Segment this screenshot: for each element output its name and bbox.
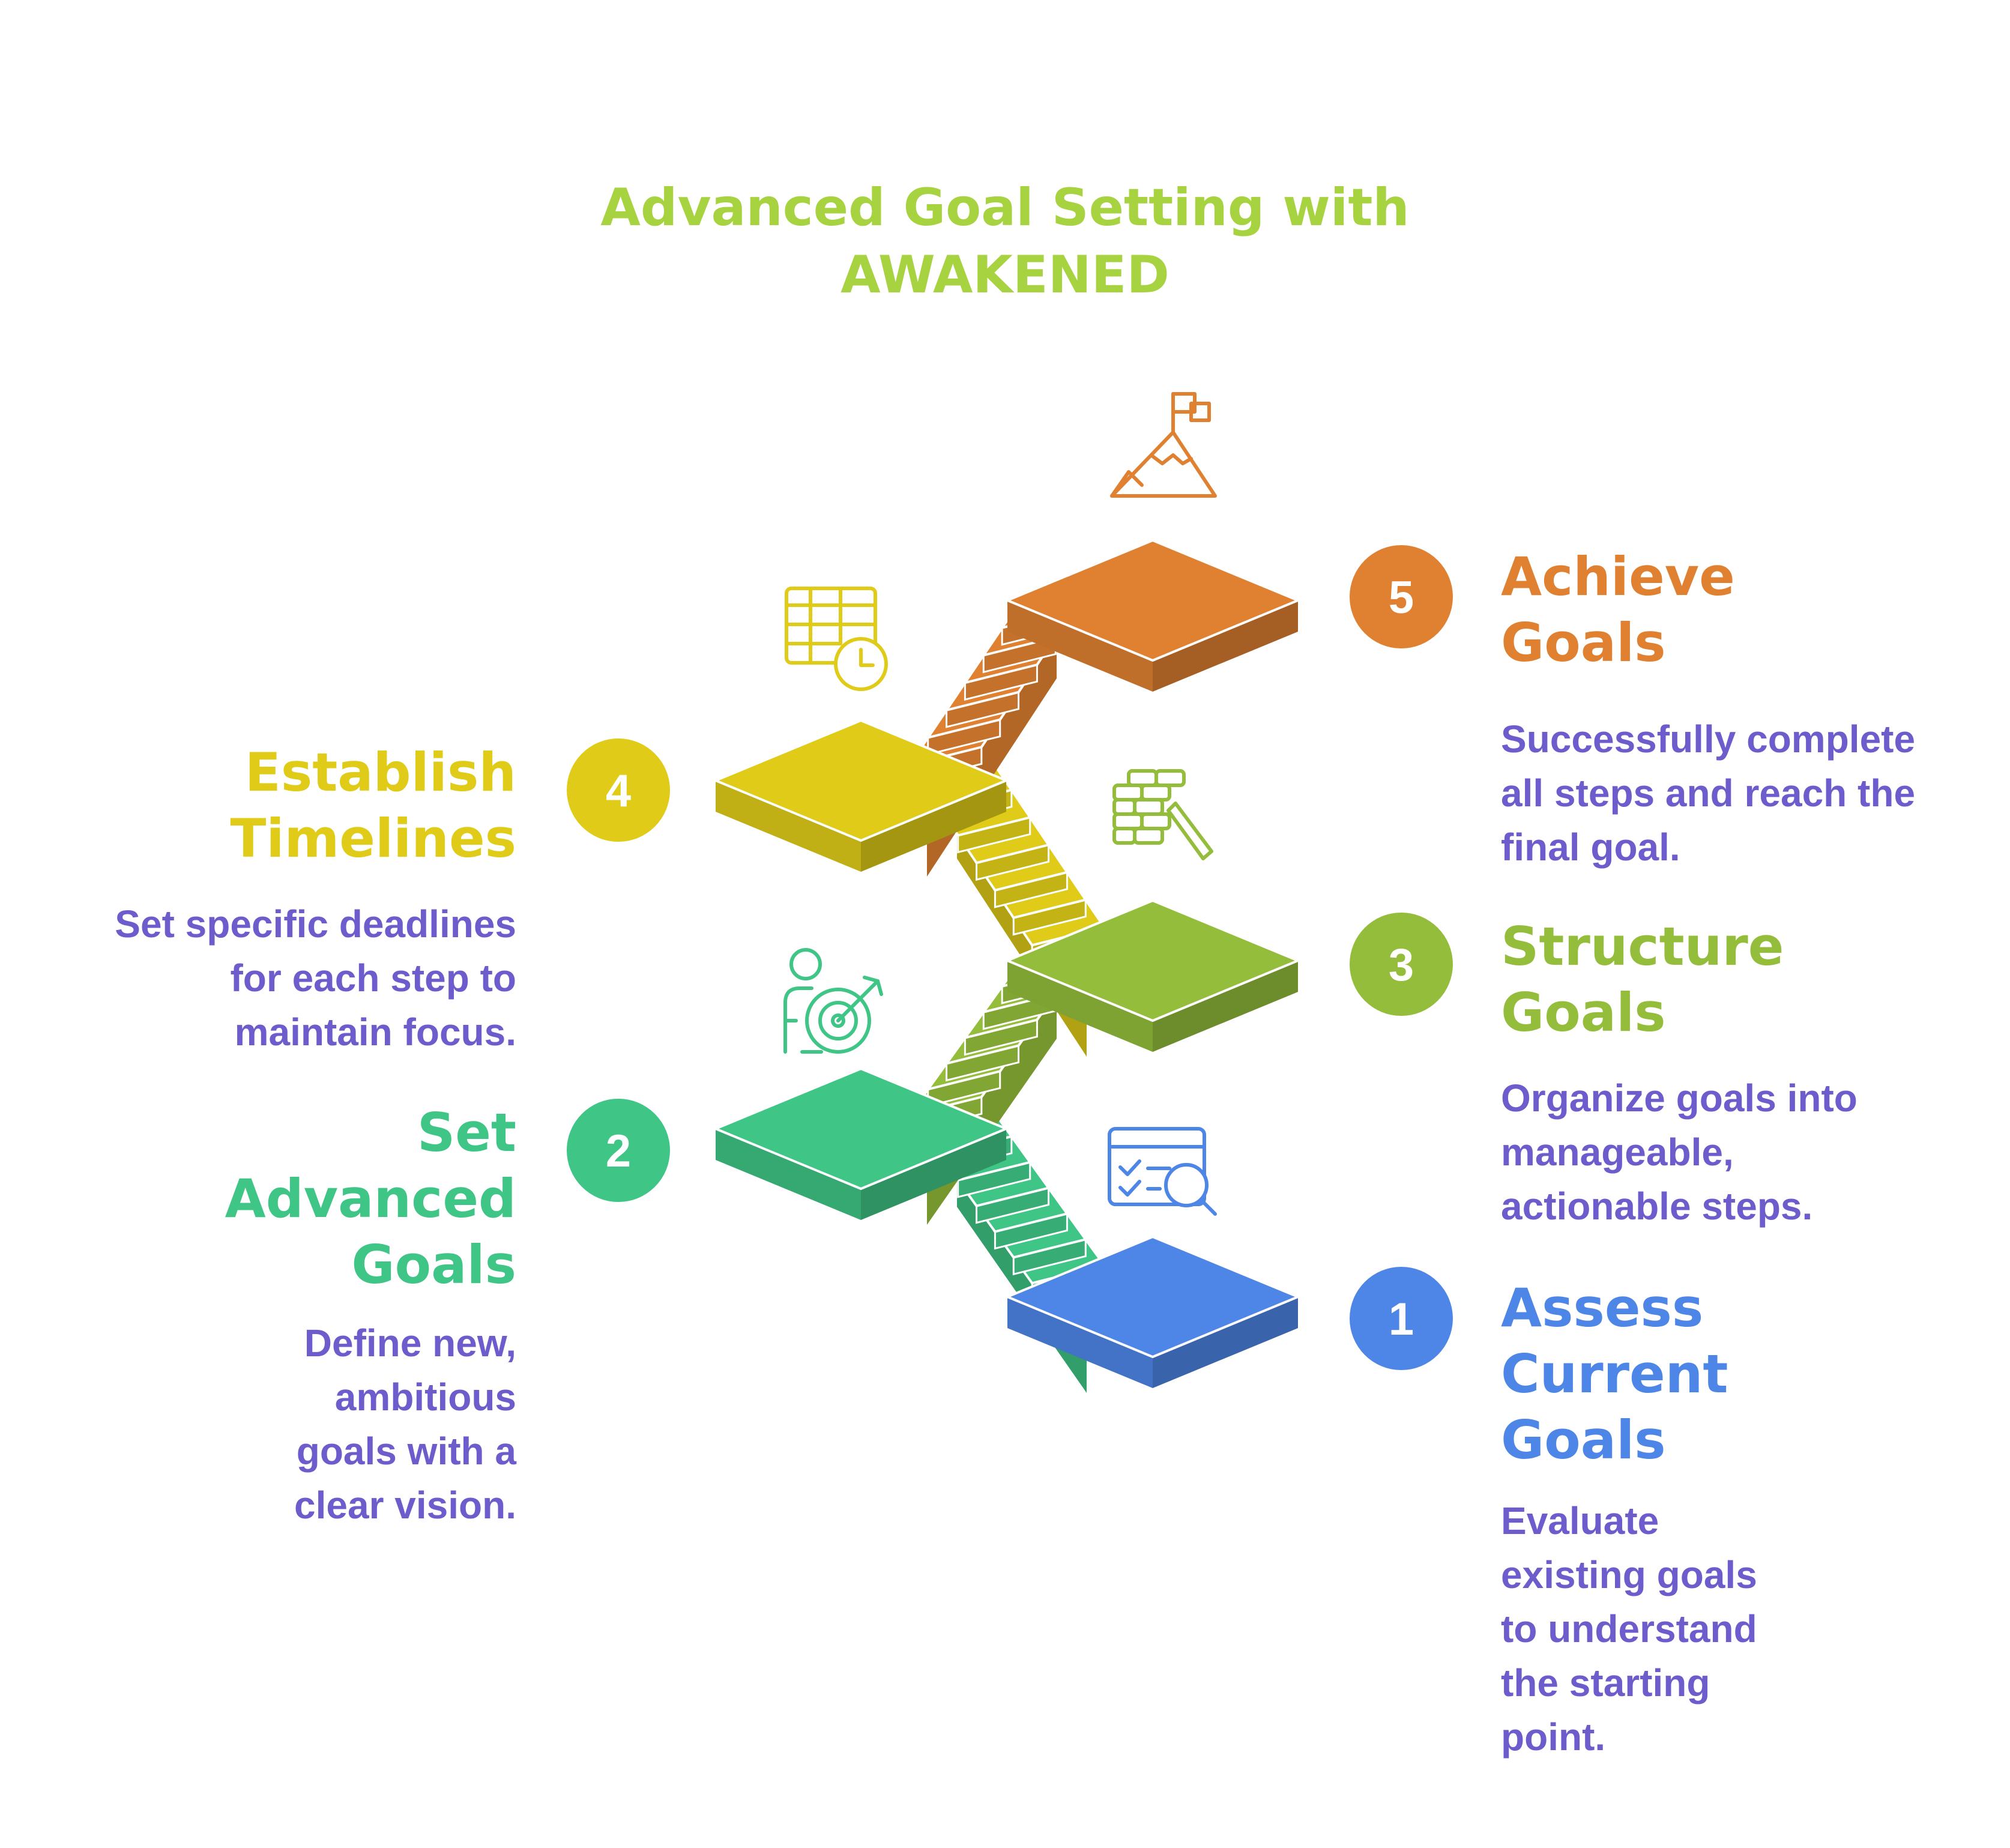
platform-top (714, 1067, 1007, 1190)
step-4-heading-line: Timelines (230, 808, 516, 869)
badge-circle (1350, 913, 1453, 1016)
step-platforms (714, 539, 1299, 1388)
platform-side-left (716, 781, 861, 872)
step-number: 4 (606, 765, 631, 817)
step-5-badge: 5 (1350, 545, 1453, 648)
page-title: Advanced Goal Setting with AWAKENED (465, 174, 1545, 309)
step-1-description-line: point. (1501, 1715, 1606, 1759)
step-number: 5 (1389, 572, 1414, 623)
step-1-description-line: to understand (1501, 1607, 1757, 1650)
step-5-description: Successfully complete all steps and reac… (1501, 712, 1915, 874)
step-4-description-line: maintain focus. (234, 1010, 516, 1054)
step-5-heading-line: Achieve (1501, 546, 1735, 608)
step-2-badge: 2 (567, 1099, 670, 1202)
step-5-heading-line: Goals (1501, 612, 1666, 674)
step-number: 3 (1389, 940, 1414, 991)
platform-side-right (1153, 961, 1298, 1052)
title-line-2: AWAKENED (841, 245, 1169, 305)
step-3-heading-line: Goals (1501, 982, 1666, 1043)
platform-side-left (716, 1129, 861, 1220)
platform-step-4 (714, 719, 1007, 872)
platform-step-5 (1006, 539, 1299, 692)
step-3-heading: Structure Goals (1501, 914, 1784, 1046)
step-3-badge: 3 (1350, 913, 1453, 1016)
step-2-heading-line: Advanced (225, 1168, 516, 1230)
step-1-heading: Assess Current Goals (1501, 1275, 1728, 1473)
step-2-description-line: clear vision. (294, 1484, 516, 1527)
badge-circle (567, 738, 670, 842)
bricks-trowel-icon (1112, 769, 1213, 860)
step-2-heading: Set Advanced Goals (90, 1100, 516, 1298)
person-target-icon (783, 948, 883, 1054)
step-number-badges: 1 2 3 4 5 (567, 545, 1453, 1370)
step-3-description: Organize goals into manageable, actionab… (1501, 1071, 1858, 1233)
step-1-heading-line: Assess (1501, 1277, 1704, 1339)
step-2-heading-line: Set (417, 1102, 516, 1164)
step-2-heading-line: Goals (351, 1234, 516, 1296)
platform-side-right (861, 1129, 1006, 1220)
step-1-badge: 1 (1350, 1267, 1453, 1370)
step-3-description-line: Organize goals into (1501, 1076, 1858, 1120)
step-2-description-line: Define new, (304, 1321, 516, 1365)
mountain-flag-icon (1110, 392, 1217, 498)
step-2-description-line: ambitious (334, 1375, 516, 1419)
step-1-heading-line: Current (1501, 1343, 1728, 1405)
title-line-1: Advanced Goal Setting with (600, 178, 1410, 238)
badge-circle (1350, 1267, 1453, 1370)
step-5-heading: Achieve Goals (1501, 544, 1735, 676)
step-2-description-line: goals with a (296, 1430, 516, 1473)
step-4-description-line: Set specific deadlines (115, 902, 516, 946)
step-3-description-line: actionable steps. (1501, 1185, 1813, 1228)
platform-top (1006, 539, 1299, 662)
badge-circle (567, 1099, 670, 1202)
step-3-heading-line: Structure (1501, 916, 1784, 977)
platform-top (1006, 899, 1299, 1022)
step-5-description-line: all steps and reach the (1501, 772, 1916, 815)
badge-circle (1350, 545, 1453, 648)
platform-step-1 (1006, 1236, 1299, 1388)
step-1-description: Evaluate existing goals to understand th… (1501, 1494, 1757, 1764)
platform-top (1006, 1236, 1299, 1358)
platform-side-right (861, 781, 1006, 872)
step-4-heading: Establish Timelines (90, 740, 516, 872)
platform-side-left (1007, 600, 1153, 692)
platform-top (714, 719, 1007, 842)
step-4-description-line: for each step to (230, 956, 516, 1000)
platform-step-3 (1006, 899, 1299, 1052)
checklist-search-icon (1108, 1127, 1217, 1216)
step-number: 1 (1389, 1294, 1414, 1345)
step-number: 2 (606, 1126, 631, 1177)
step-1-heading-line: Goals (1501, 1409, 1666, 1471)
platform-side-left (1007, 1297, 1153, 1388)
step-4-badge: 4 (567, 738, 670, 842)
step-2-description: Define new, ambitious goals with a clear… (90, 1316, 516, 1532)
step-1-description-line: the starting (1501, 1661, 1710, 1705)
platform-side-right (1153, 600, 1298, 692)
platform-step-2 (714, 1067, 1007, 1220)
calendar-clock-icon (785, 587, 888, 691)
platform-side-left (1007, 961, 1153, 1052)
step-5-description-line: final goal. (1501, 826, 1680, 869)
step-4-description: Set specific deadlines for each step to … (36, 897, 516, 1059)
step-1-description-line: Evaluate (1501, 1499, 1659, 1542)
step-3-description-line: manageable, (1501, 1131, 1734, 1174)
step-5-description-line: Successfully complete (1501, 717, 1916, 761)
platform-side-right (1153, 1297, 1298, 1388)
step-4-heading-line: Establish (244, 741, 516, 803)
step-1-description-line: existing goals (1501, 1553, 1757, 1596)
